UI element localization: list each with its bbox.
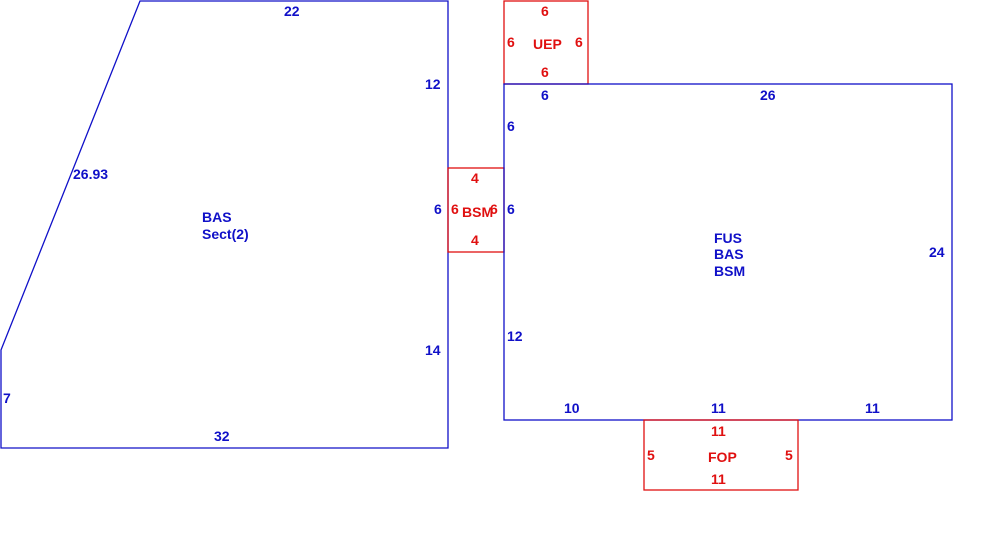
fus-bas-bsm-left-middle-dimension: 6 [507,201,515,217]
fop-top-dimension: 11 [711,423,726,439]
fus-bas-bsm-bottom-right-dimension: 11 [865,400,880,416]
bas-sect2-right-middle-dimension: 6 [434,201,442,217]
fus-bas-bsm-bottom-middle-dimension: 11 [711,400,726,416]
fop-bottom-dimension: 11 [711,471,726,487]
bas-sect2-bottom-dimension: 32 [214,428,230,444]
bas-sect2-name-line2: Sect(2) [202,226,249,242]
fop-name: FOP [708,449,737,465]
fus-bas-bsm-right-dimension: 24 [929,244,945,260]
bsm-name: BSM [462,204,493,220]
bas-sect2-right-lower-dimension: 14 [425,342,441,358]
fus-bas-bsm-left-upper-dimension: 6 [507,118,515,134]
fus-bas-bsm-name-line1: FUS [714,230,742,246]
uep-right-dimension: 6 [575,34,583,50]
fop-right-dimension: 5 [785,447,793,463]
uep-left-dimension: 6 [507,34,515,50]
uep-name: UEP [533,36,562,52]
bas-sect2-right-upper-dimension: 12 [425,76,441,92]
bsm-right-dimension: 6 [490,201,498,217]
bas-sect2-outline [0,0,449,449]
fus-bas-bsm-name-line3: BSM [714,263,745,279]
bsm-bottom-dimension: 4 [471,232,479,248]
bsm-top-dimension: 4 [471,170,479,186]
fop-left-dimension: 5 [647,447,655,463]
bas-sect2-left-dimension: 7 [3,390,11,406]
fus-bas-bsm-bottom-left-dimension: 10 [564,400,580,416]
bas-sect2-top-dimension: 22 [284,3,300,19]
fus-bas-bsm-top-left-dimension: 6 [541,87,549,103]
uep-bottom-dimension: 6 [541,64,549,80]
fop-outline [643,419,799,491]
fus-bas-bsm-name-line2: BAS [714,246,744,262]
bsm-left-dimension: 6 [451,201,459,217]
bas-sect2-name-line1: BAS [202,209,232,225]
uep-top-dimension: 6 [541,3,549,19]
bas-sect2-diagonal-dimension: 26.93 [73,166,108,182]
fus-bas-bsm-left-lower-dimension: 12 [507,328,523,344]
fus-bas-bsm-top-right-dimension: 26 [760,87,776,103]
